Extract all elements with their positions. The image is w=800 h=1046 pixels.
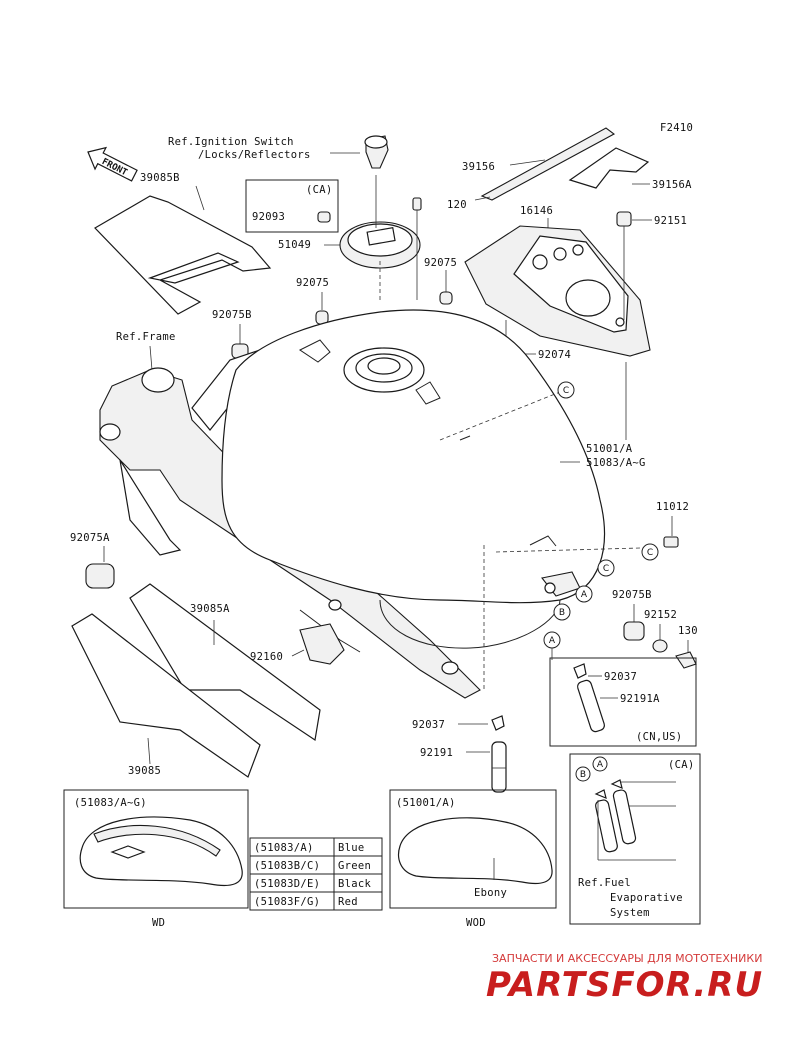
part-39156A-label: 39156A — [652, 179, 692, 191]
color-table-color-2: Black — [338, 878, 371, 890]
circle-b-ca: B — [580, 770, 586, 780]
circle-b-main: B — [559, 608, 565, 618]
ca-sub-label: (CA) — [668, 759, 695, 771]
part-51049-label: 51049 — [278, 239, 311, 251]
part-92037-label-main: 92037 — [412, 719, 445, 731]
part-92191A-label: 92191A — [620, 693, 660, 705]
wod-tank-graphic — [397, 817, 553, 885]
plate-39156A-part — [568, 147, 650, 189]
cn-us-label: (CN,US) — [636, 731, 682, 743]
part-92074-label: 92074 — [538, 349, 571, 361]
color-table-color-1: Green — [338, 860, 371, 872]
part-92093-label: 92093 — [252, 211, 285, 223]
circle-c-tank: C — [563, 386, 569, 396]
circle-c-right: C — [603, 564, 609, 574]
color-table: (51083/A) Blue (51083B/C) Green (51083D/… — [249, 837, 383, 911]
circle-a-ca: A — [597, 760, 604, 770]
part-92037-label-sub: 92037 — [604, 671, 637, 683]
ca-box — [245, 179, 339, 233]
color-table-code-1: (51083B/C) — [254, 860, 320, 872]
wd-tank-graphic — [79, 816, 243, 887]
ref-fuel-label-1: Ref.Fuel — [578, 877, 631, 889]
part-92160-label: 92160 — [250, 651, 283, 663]
part-16146-label: 16146 — [520, 205, 553, 217]
part-51083-label: 51083/A~G — [586, 457, 646, 469]
ref-ignition-label-1: Ref.Ignition Switch — [168, 136, 294, 148]
diagram-code: F2410 — [660, 122, 693, 134]
ref-fuel-label-2: Evaporative — [610, 892, 683, 904]
part-120-label: 120 — [447, 199, 467, 211]
part-39085A-label: 39085A — [190, 603, 230, 615]
cap-51049-part — [339, 175, 421, 269]
pad-39085-part — [71, 613, 261, 778]
watermark-brand: PARTSFOR.RU — [486, 965, 763, 1005]
cn-us-box — [549, 657, 697, 747]
part-92151-label: 92151 — [654, 215, 687, 227]
color-table-code-2: (51083D/E) — [254, 878, 320, 890]
circle-a-main: A — [581, 590, 588, 600]
fuel-tank-part — [221, 309, 606, 675]
color-table-code-3: (51083F/G) — [254, 896, 320, 908]
color-table-color-0: Blue — [338, 842, 365, 854]
part-92152-label: 92152 — [644, 609, 677, 621]
strip-39156-part — [480, 127, 616, 201]
circle-c-11012: C — [647, 548, 653, 558]
circle-a-sub: A — [549, 636, 556, 646]
ca-box-label: (CA) — [306, 184, 333, 196]
ref-frame-label: Ref.Frame — [116, 331, 176, 343]
part-92075B-label-right: 92075B — [612, 589, 652, 601]
wd-panel-title: (51083/A~G) — [74, 797, 147, 809]
watermark-top-text: ЗАПЧАСТИ И АКСЕССУАРЫ ДЛЯ МОТОТЕХНИКИ — [492, 952, 762, 965]
wd-panel — [63, 789, 249, 909]
part-92075A-label: 92075A — [70, 532, 110, 544]
part-92191-label-main: 92191 — [420, 747, 453, 759]
wd-caption: WD — [152, 917, 165, 929]
color-table-code-0: (51083/A) — [254, 842, 314, 854]
bolt-part — [412, 197, 422, 300]
part-130-label: 130 — [678, 625, 698, 637]
part-39085-label: 39085 — [128, 765, 161, 777]
wod-caption: WOD — [466, 917, 486, 929]
wod-panel — [389, 789, 557, 909]
meter-cover-16146-part — [464, 225, 651, 357]
color-table-color-3: Red — [338, 896, 358, 908]
ca-fuel-box — [569, 753, 701, 925]
part-92075-label-a: 92075 — [424, 257, 457, 269]
part-92075B-label-top: 92075B — [212, 309, 252, 321]
part-39085B-label: 39085B — [140, 172, 180, 184]
part-51001A-label: 51001/A — [586, 443, 633, 455]
wod-ebony-label: Ebony — [474, 887, 507, 899]
ref-fuel-label-3: System — [610, 907, 650, 919]
part-11012-label: 11012 — [656, 501, 689, 513]
ignition-switch-part — [364, 135, 389, 169]
part-92075-label-b: 92075 — [296, 277, 329, 289]
wod-panel-title: (51001/A) — [396, 797, 456, 809]
front-arrow-icon: FRONT — [87, 146, 138, 182]
pad-39085B-part — [94, 195, 272, 315]
ref-ignition-label-2: /Locks/Reflectors — [198, 149, 311, 161]
part-39156-label: 39156 — [462, 161, 495, 173]
